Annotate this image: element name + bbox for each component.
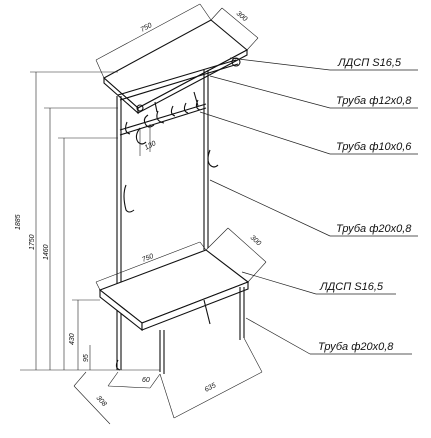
dim-130: 130 [144,140,158,152]
bench-legs [115,287,245,374]
dim-635: 635 [204,382,218,394]
hanger-bar [119,103,207,136]
callout-leg-tube: Труба ф20х0,8 [318,341,394,353]
dim-308: 308 [95,395,108,408]
hanger-dimension [139,124,151,156]
frame-uprights [116,70,209,370]
callout-shelf-material: ЛДСП S16,5 [337,57,402,69]
dim-300-top: 300 [235,10,249,23]
dim-750-bench: 750 [141,253,155,264]
callout-hook-tube: Труба ф12х0,8 [336,95,412,107]
dim-1460: 1460 [43,244,50,260]
dim-750-top: 750 [140,22,154,34]
dim-430: 430 [69,333,76,345]
top-shelf [103,19,248,115]
shelf-rails [117,57,241,112]
callout-frame-tube: Труба ф20х0,8 [336,223,412,235]
dim-1750: 1750 [29,234,36,250]
left-dimensions [20,71,160,371]
coat-hooks [123,91,219,213]
bench-seat [98,249,250,332]
bench-dimensions [95,227,267,291]
dim-60: 60 [142,377,150,384]
callout-leaders [199,57,418,355]
top-dimensions [95,3,259,79]
dim-95: 95 [83,354,90,362]
bottom-dimensions [73,337,263,425]
dim-300-bench: 300 [249,234,262,247]
dim-1885: 1885 [15,214,22,230]
callout-seat-material: ЛДСП S16,5 [319,281,384,293]
callout-hanger-tube: Труба ф10х0,6 [336,141,412,153]
